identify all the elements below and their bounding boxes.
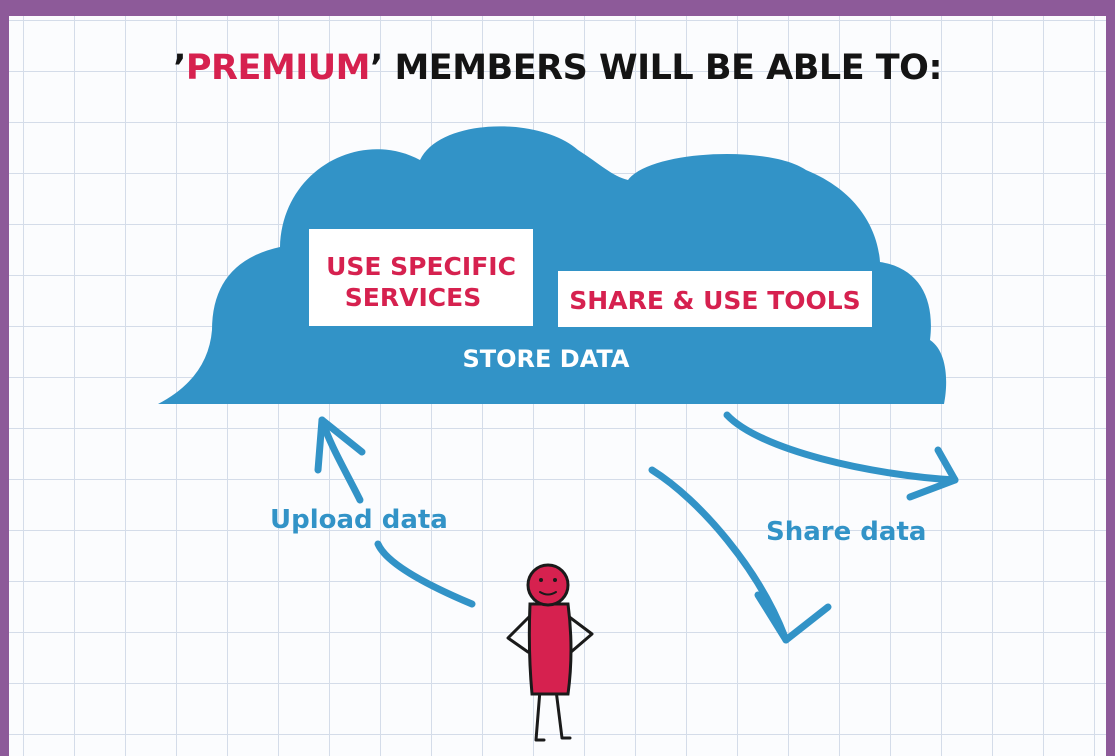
- share-arrow-down: [648, 466, 832, 644]
- upload-data-label: Upload data: [270, 505, 448, 535]
- cloud-shape: [158, 126, 947, 405]
- share-use-tools-label: SHARE & USE TOOLS: [569, 286, 860, 315]
- store-data-label: STORE DATA: [462, 345, 629, 373]
- title-rest: ’ MEMBERS WILL BE ABLE TO:: [369, 48, 942, 88]
- title-quote-open: ’: [173, 48, 186, 88]
- title-emphasis-premium: PREMIUM: [185, 48, 371, 88]
- use-specific-label-line1: USE SPECIFIC: [326, 252, 516, 281]
- share-arrow-right: [723, 411, 959, 501]
- page-title: ’PREMIUM’ MEMBERS WILL BE ABLE TO:: [0, 48, 1115, 88]
- share-data-label: Share data: [766, 517, 926, 547]
- use-specific-label-line2: SERVICES: [345, 283, 481, 312]
- member-figure-icon: [506, 563, 594, 742]
- use-specific-services-box: [309, 229, 533, 326]
- upload-arrow: [314, 416, 476, 608]
- share-use-tools-box: [558, 271, 872, 327]
